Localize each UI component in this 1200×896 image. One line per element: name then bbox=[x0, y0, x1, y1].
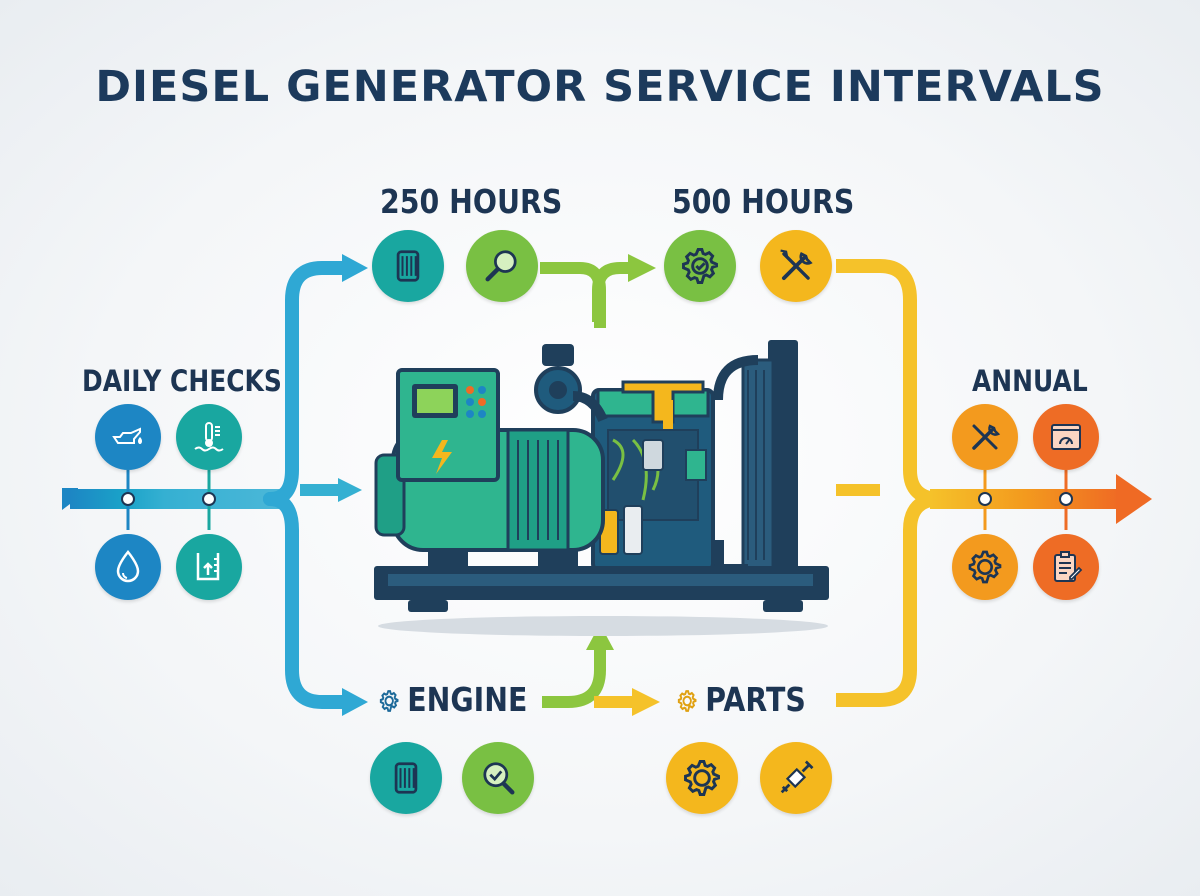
annual-flow-bar bbox=[930, 489, 1120, 509]
daily-flow-bar bbox=[70, 489, 280, 509]
flow-parts-to-annual bbox=[836, 492, 941, 707]
flow-engine-to-generator bbox=[542, 648, 606, 708]
gauge-panel-icon bbox=[1033, 404, 1099, 470]
daily-node-2 bbox=[202, 492, 216, 506]
gear-icon bbox=[666, 742, 738, 814]
coolant-temperature-icon bbox=[176, 404, 242, 470]
page-title: DIESEL GENERATOR SERVICE INTERVALS bbox=[95, 62, 1105, 112]
annual-node-1 bbox=[978, 492, 992, 506]
daily-checks-label: DAILY CHECKS bbox=[82, 364, 282, 398]
engine-label-text: ENGINE bbox=[407, 680, 528, 719]
fuel-drop-icon bbox=[95, 534, 161, 600]
spark-plug-icon bbox=[760, 742, 832, 814]
oil-filter-icon bbox=[372, 230, 444, 302]
fluid-level-icon bbox=[176, 534, 242, 600]
oil-can-icon bbox=[95, 404, 161, 470]
engine-label: ENGINE bbox=[378, 680, 527, 719]
250-hours-label: 250 HOURS bbox=[380, 182, 563, 221]
inspection-magnifier-icon bbox=[466, 230, 538, 302]
annual-label: ANNUAL bbox=[972, 364, 1088, 398]
tools-icon bbox=[760, 230, 832, 302]
gear-icon bbox=[952, 534, 1018, 600]
parts-label-text: PARTS bbox=[705, 680, 806, 719]
flow-to-engine bbox=[263, 492, 353, 709]
checklist-icon bbox=[1033, 534, 1099, 600]
gear-icon bbox=[677, 690, 697, 712]
500-hours-label: 500 HOURS bbox=[672, 182, 855, 221]
flow-500-to-annual bbox=[836, 259, 941, 506]
gear-icon bbox=[379, 690, 399, 712]
parts-label: PARTS bbox=[676, 680, 806, 719]
oil-filter-icon bbox=[370, 742, 442, 814]
gear-check-icon bbox=[664, 230, 736, 302]
daily-node-1 bbox=[121, 492, 135, 506]
tools-icon bbox=[952, 404, 1018, 470]
annual-node-2 bbox=[1059, 492, 1073, 506]
diesel-generator-illustration bbox=[374, 340, 829, 636]
inspection-check-icon bbox=[462, 742, 534, 814]
flow-250-to-500 bbox=[540, 262, 606, 328]
